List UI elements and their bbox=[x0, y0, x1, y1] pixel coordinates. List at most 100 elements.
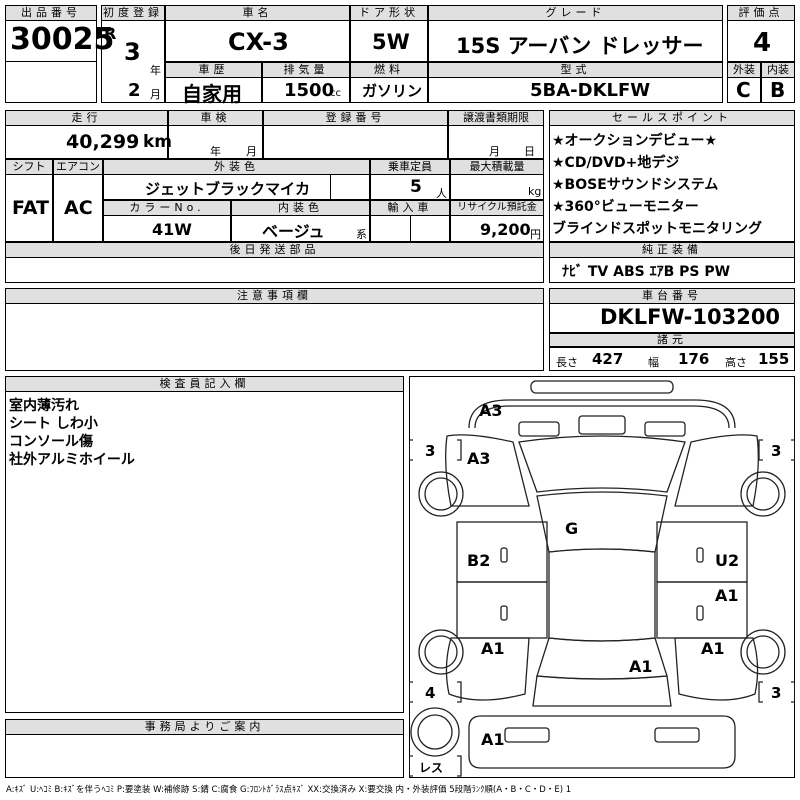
mark-hood: A3 bbox=[467, 449, 491, 468]
color-no: 41W bbox=[152, 220, 192, 239]
tire-front-right: 3 bbox=[771, 442, 781, 460]
chassis-value: DKLFW-103200 bbox=[600, 305, 781, 329]
door-label: ドア形状 bbox=[350, 5, 428, 21]
mark-left-front-door: B2 bbox=[467, 551, 490, 570]
inspection-cell bbox=[168, 125, 263, 159]
reg-no-cell bbox=[263, 125, 448, 159]
capacity: 5 bbox=[410, 177, 422, 197]
import-split bbox=[410, 215, 450, 242]
mileage: 40,299 bbox=[66, 131, 140, 153]
history-label: 車歴 bbox=[165, 62, 262, 78]
mark-windshield: G bbox=[565, 519, 578, 538]
color-no-label: カラーNo. bbox=[103, 200, 231, 216]
sales-point-1: ★オークションデビュー★ bbox=[552, 133, 718, 149]
spare-tire bbox=[410, 707, 460, 757]
width-value: 176 bbox=[678, 350, 710, 368]
displacement-label: 排気量 bbox=[262, 62, 350, 78]
ac-label: エアコン bbox=[53, 159, 103, 175]
length-label: 長さ bbox=[556, 356, 578, 369]
mileage-label: 走行 bbox=[5, 110, 168, 126]
sales-point-4: ★360°ビューモニター bbox=[552, 199, 699, 215]
score-cell bbox=[727, 20, 795, 62]
shift: FAT bbox=[12, 197, 49, 219]
score: 4 bbox=[753, 28, 772, 58]
rear-left-wheel bbox=[418, 629, 464, 675]
capacity-cell bbox=[370, 174, 450, 200]
sales-points-cell bbox=[549, 125, 795, 242]
rear-bumper bbox=[468, 715, 736, 769]
equipment-value: ﾅﾋﾞ TV ABS ｴｱB PS PW bbox=[562, 264, 731, 280]
windshield bbox=[536, 491, 668, 553]
month-num: 2 bbox=[128, 80, 141, 101]
transfer-day-unit: 日 bbox=[524, 145, 535, 158]
max-load-unit: kg bbox=[528, 185, 542, 198]
grade: 15S アーバン ドレッサー bbox=[456, 34, 704, 58]
sales-points-label: セールスポイント bbox=[549, 110, 795, 126]
tire-front-left: 3 bbox=[425, 442, 435, 460]
transfer-cell bbox=[448, 125, 544, 159]
era: R bbox=[104, 24, 117, 43]
door-cell bbox=[350, 20, 428, 62]
car-name: CX-3 bbox=[228, 28, 289, 56]
fuel-cell bbox=[350, 77, 428, 103]
inspector-line-2: シート しわ小 bbox=[9, 416, 98, 432]
model-label: 型式 bbox=[428, 62, 723, 78]
color-no-cell bbox=[103, 215, 231, 242]
month-unit: 月 bbox=[150, 88, 161, 101]
height-value: 155 bbox=[758, 350, 790, 368]
fuel: ガソリン bbox=[362, 82, 423, 100]
capacity-unit: 人 bbox=[436, 187, 447, 200]
legend: A:ｷｽﾞ U:ﾍｺﾐ B:ｷｽﾞを伴うﾍｺﾐ P:要塗装 W:補修跡 S:錆 … bbox=[6, 785, 572, 795]
equipment-cell bbox=[549, 257, 795, 283]
lot-no: 30025 bbox=[10, 22, 115, 57]
inspector-line-1: 室内薄汚れ bbox=[9, 398, 79, 414]
exterior-label: 外装 bbox=[727, 62, 761, 78]
mark-right-rear-fender: A1 bbox=[701, 639, 725, 658]
model-cell bbox=[428, 77, 723, 103]
sales-point-3: ★BOSEサウンドシステム bbox=[552, 177, 719, 193]
fuel-label: 燃料 bbox=[350, 62, 428, 78]
recycle-cell bbox=[450, 215, 544, 242]
sales-point-5: ブラインドスポットモニタリング bbox=[552, 221, 762, 237]
inspector-cell bbox=[5, 391, 404, 713]
inspection-month-unit: 月 bbox=[246, 145, 257, 158]
first-reg-cell bbox=[101, 20, 165, 103]
notes-label: 注意事項欄 bbox=[5, 288, 544, 304]
import-label: 輸入車 bbox=[370, 200, 450, 216]
mark-left-rear-fender: A1 bbox=[481, 639, 505, 658]
tire-rear-left: 4 bbox=[425, 684, 435, 702]
front-bumper bbox=[468, 399, 736, 429]
mark-trunk: A1 bbox=[629, 657, 653, 676]
transfer-label: 譲渡書類期限 bbox=[448, 110, 544, 126]
car-diagram-panel bbox=[409, 376, 795, 778]
height-label: 高さ bbox=[725, 356, 747, 369]
roof-strip bbox=[530, 380, 674, 394]
sales-point-2: ★CD/DVD+地デジ bbox=[552, 155, 680, 171]
model: 5BA-DKLFW bbox=[530, 80, 651, 101]
length-value: 427 bbox=[592, 350, 624, 368]
rear-right-wheel bbox=[740, 629, 786, 675]
max-load-cell bbox=[450, 174, 544, 200]
tire-rear-right: 3 bbox=[771, 684, 781, 702]
mark-right-rear-door: A1 bbox=[715, 586, 739, 605]
car-diagram: A3 A3 G B2 U2 A1 A1 A1 A1 A1 3 3 4 3 レス bbox=[409, 380, 795, 777]
recycle-label: リサイクル預託金 bbox=[450, 200, 544, 216]
chassis-label: 車台番号 bbox=[549, 288, 795, 304]
int-color-unit: 系 bbox=[356, 228, 367, 241]
history-cell bbox=[165, 77, 262, 103]
inspector-label: 検査員記入欄 bbox=[5, 376, 404, 392]
notes-cell bbox=[5, 303, 544, 371]
ac-cell bbox=[53, 174, 103, 242]
mileage-unit: km bbox=[143, 132, 173, 152]
mark-right-front-door: U2 bbox=[715, 551, 739, 570]
tire-spare: レス bbox=[419, 761, 443, 775]
year-unit: 年 bbox=[150, 64, 161, 77]
front-right-wheel bbox=[740, 471, 786, 517]
recycle: 9,200 bbox=[480, 220, 531, 239]
grade-label: グレード bbox=[428, 5, 723, 21]
year-num: 3 bbox=[124, 38, 141, 66]
car-name-label: 車名 bbox=[165, 5, 350, 21]
exterior-grade: C bbox=[736, 78, 751, 102]
car-name-cell bbox=[165, 20, 350, 62]
score-label: 評価点 bbox=[727, 5, 795, 21]
